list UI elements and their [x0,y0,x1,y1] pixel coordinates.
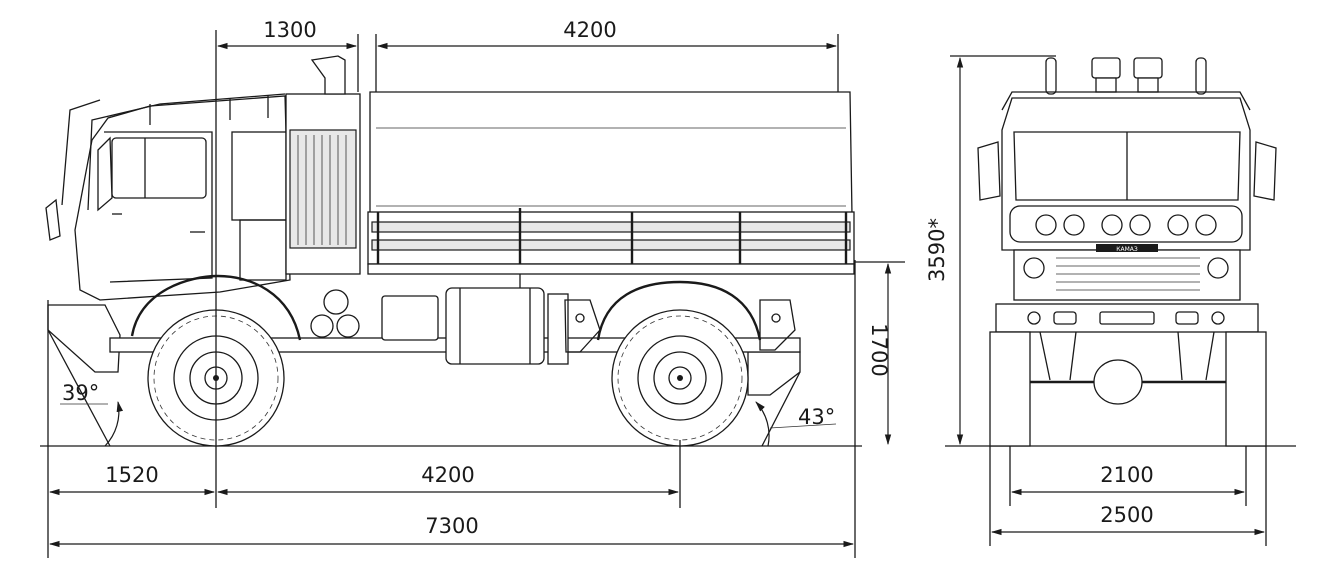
brush-guard [1009,205,1243,243]
air-tank-2 [310,314,334,338]
cargo-side-board [367,211,855,265]
side-mirror [45,198,61,241]
dim-label-track: 2100 [1100,463,1153,487]
fuel-tank [445,287,545,365]
dim-label-1700: 1700 [867,323,891,376]
headlight-right [1207,257,1229,279]
dim-label-body-length: 4200 [563,18,616,42]
front-mirror-right [1253,141,1277,201]
roof-light-left [1091,57,1121,79]
approach-angle-arc [104,400,124,447]
front-light-bar [1035,214,1217,236]
dim-label-overall-width: 2500 [1100,503,1153,527]
cargo-body [367,91,855,300]
air-intake-block [285,55,361,275]
departure-angle-label: 43° [798,405,835,429]
rear-wheel [611,309,749,447]
roof-stack-right [1195,57,1207,95]
cab [45,93,291,301]
dim-label-7300: 7300 [425,514,478,538]
approach-angle-label: 39° [62,381,99,405]
chassis-equipment [310,287,796,365]
cargo-tarp [369,91,853,216]
side-view: 1300 4200 1700 1520 4200 7300 39° 43° [40,18,905,558]
dim-label-overall-height: 3590* [925,218,949,282]
windshield [97,136,113,212]
departure-angle-arc [755,401,770,447]
cab-door [104,131,213,283]
air-tank-3 [336,314,360,338]
air-tank-1 [323,289,349,315]
roof-stack-left [1045,57,1057,95]
headlight-left [1023,257,1045,279]
front-mirror-left [977,141,1001,201]
front-differential [1093,359,1143,405]
front-badge: КАМАЗ [1116,246,1138,253]
front-tire-left [989,331,1031,447]
front-fender [130,274,302,341]
dim-label-1300: 1300 [263,18,316,42]
front-view: КАМАЗ 3590* 2100 [925,55,1296,546]
front-bumper [47,304,121,373]
front-grille [1013,249,1241,301]
roof-light-right [1133,57,1163,79]
dim-label-wheelbase: 4200 [421,463,474,487]
dim-label-1520: 1520 [105,463,158,487]
rear-fender [596,280,762,341]
front-tire-right [1225,331,1267,447]
battery-box [381,295,439,341]
air-intake-snorkel [310,55,346,95]
cab-door-window [111,137,207,199]
